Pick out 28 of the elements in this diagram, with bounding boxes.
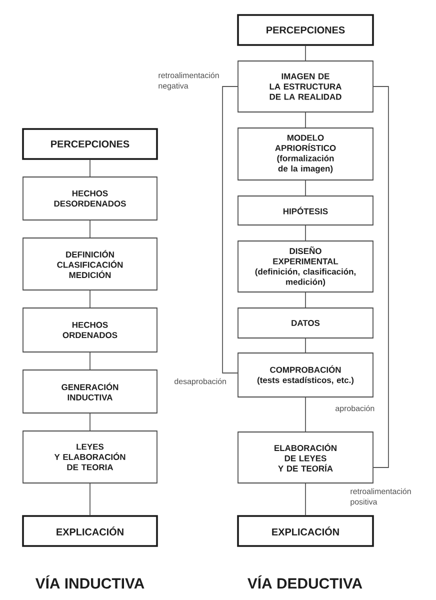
connector-line bbox=[305, 45, 306, 61]
process-box: COMPROBACIÓN (tests estadísticos, etc.) bbox=[238, 352, 374, 398]
connector-line bbox=[305, 338, 306, 353]
terminal-box: EXPLICACIÓN bbox=[22, 515, 158, 547]
process-box: HIPÓTESIS bbox=[238, 196, 374, 226]
process-box: IMAGEN DE LA ESTRUCTURA DE LA REALIDAD bbox=[238, 60, 374, 112]
connector-line bbox=[305, 397, 306, 432]
connector-line bbox=[305, 112, 306, 128]
connector-line bbox=[305, 292, 306, 308]
terminal-box: PERCEPCIONES bbox=[237, 14, 374, 46]
process-box: GENERACIÓN INDUCTIVA bbox=[22, 370, 158, 414]
connector-line bbox=[305, 180, 306, 196]
column-title: VÍA INDUCTIVA bbox=[35, 575, 144, 589]
terminal-box: PERCEPCIONES bbox=[22, 128, 158, 160]
process-box: MODELO APRIORÍSTICO (formalización de la imagen) bbox=[238, 128, 374, 180]
process-box: DISEÑO EXPERIMENTAL (definición, clasificación, medición) bbox=[238, 240, 374, 292]
process-box: DEFINICIÓN CLASIFICACIÓN MEDICIÓN bbox=[22, 238, 158, 290]
connector-line bbox=[305, 483, 306, 516]
feedback-line bbox=[373, 86, 389, 468]
process-box: ELABORACIÓN DE LEYES Y DE TEORÍA bbox=[238, 432, 374, 484]
connector-line bbox=[305, 225, 306, 241]
column-title: VÍA DEDUCTIVA bbox=[248, 575, 362, 589]
feedback-line bbox=[222, 86, 238, 374]
process-box: HECHOS DESORDENADOS bbox=[22, 176, 158, 220]
process-box: DATOS bbox=[238, 308, 374, 338]
process-box: LEYES Y ELABORACIÓN DE TEORIA bbox=[22, 430, 158, 484]
process-box: HECHOS ORDENADOS bbox=[22, 308, 158, 352]
terminal-box: EXPLICACIÓN bbox=[237, 515, 374, 547]
